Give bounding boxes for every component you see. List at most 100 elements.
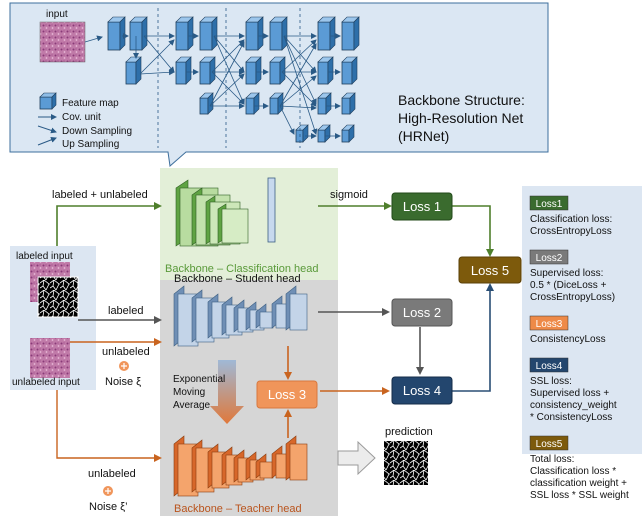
- loss-legend-line: Supervised loss:: [530, 268, 603, 279]
- hrnet-arrow: [279, 75, 317, 107]
- hrnet-feature-map: [175, 16, 194, 51]
- loss2-label: Loss 2: [403, 305, 441, 320]
- hrnet-feature-map: [199, 56, 216, 85]
- hrnet-title-line-1: Backbone Structure:: [398, 92, 525, 108]
- hrnet-feature-map: [341, 124, 355, 143]
- loss-legend-tag: [529, 435, 569, 451]
- loss-legend-tag: [529, 315, 569, 331]
- labeled-label: labeled: [108, 305, 143, 317]
- hrnet-feature-map: [199, 16, 218, 51]
- hrnet-feature-map: [341, 16, 360, 51]
- hrnet-feature-map: [317, 124, 331, 143]
- legend-feature-map: Feature map: [62, 98, 119, 109]
- unlabeled-to-teacher-arrow: [56, 390, 162, 462]
- hrnet-feature-map: [317, 56, 334, 85]
- loss-legend-tag-label: Loss4: [536, 361, 563, 372]
- hrnet-arrow: [281, 71, 317, 107]
- hrnet-arrow: [139, 39, 175, 75]
- loss3-label: Loss 3: [268, 387, 306, 402]
- down-sampling-arrow-icon: [37, 125, 57, 134]
- labeled-unlabeled-label: labeled + unlabeled: [52, 189, 148, 201]
- noise-plus-icon-2: [103, 486, 113, 496]
- hrnet-arrow: [84, 35, 103, 43]
- hrnet-arrow: [279, 105, 295, 135]
- noise-plus-icon: [119, 361, 129, 371]
- loss5-label: Loss 5: [471, 263, 509, 278]
- legend-cov-unit: Cov. unit: [62, 112, 101, 123]
- student-head-layers: [173, 285, 308, 347]
- green-input-arrow: [56, 202, 162, 246]
- hrnet-feature-map: [199, 92, 214, 115]
- loss4-to-loss5-arrow: [450, 283, 494, 392]
- unlabeled-label-2: unlabeled: [88, 468, 136, 480]
- teacher-head-label: Backbone – Teacher head: [174, 503, 302, 515]
- unlabeled-input-label: unlabeled input: [12, 377, 80, 388]
- sigmoid-label: sigmoid: [330, 189, 368, 201]
- loss1-box: Loss 1: [391, 192, 453, 221]
- hrnet-arrow: [211, 71, 245, 105]
- ema-line-1: Exponential: [173, 374, 225, 385]
- hrnet-feature-map: [269, 56, 286, 85]
- teacher-head-layers: [173, 435, 308, 497]
- loss-legend-line: classification weight +: [530, 478, 627, 489]
- noise-label-2: Noise ξ’: [89, 501, 128, 513]
- unlabeled-label: unlabeled: [102, 346, 150, 358]
- loss-legend-line: ConsistencyLoss: [530, 334, 606, 345]
- teacher-layer: [285, 435, 308, 481]
- hrnet-arrow: [209, 41, 245, 107]
- unlabeled-input-image: [30, 338, 70, 378]
- hrnet-arrow: [283, 35, 317, 73]
- hrnet-feature-map: [245, 56, 262, 85]
- loss-legend-tag-label: Loss5: [536, 439, 563, 450]
- prediction-label: prediction: [385, 426, 433, 438]
- loss3-box: [256, 380, 318, 409]
- loss-legend-tag: [529, 195, 569, 211]
- teacher-layer: [255, 453, 274, 479]
- hrnet-input-label: input: [46, 9, 68, 20]
- loss-legend-line: 0.5 * (DiceLoss +: [530, 280, 607, 291]
- loss-legend-tag-label: Loss1: [536, 199, 563, 210]
- loss1-label: Loss 1: [403, 199, 441, 214]
- ema-line-2: Moving: [173, 387, 205, 398]
- hrnet-arrow: [211, 39, 245, 73]
- hrnet-arrow: [139, 69, 175, 76]
- hrnet-feature-map: [317, 16, 336, 51]
- hrnet-title-line-3: (HRNet): [398, 128, 449, 144]
- loss-legend-line: consistency_weight: [530, 400, 617, 411]
- legend-down-sampling: Down Sampling: [62, 126, 132, 137]
- hrnet-feature-map: [341, 56, 358, 85]
- loss-legend-line: CrossEntropyLoss: [530, 226, 612, 237]
- loss-legend-line: Classification loss *: [530, 466, 616, 477]
- hrnet-feature-map: [295, 124, 309, 143]
- hrnet-feature-map: [245, 92, 260, 115]
- classification-head-label: Backbone – Classification head: [165, 263, 318, 275]
- hrnet-arrow: [279, 43, 317, 107]
- prediction-image: [384, 441, 428, 485]
- hrnet-feature-map: [341, 92, 356, 115]
- loss-legend-line: Supervised loss +: [530, 388, 609, 399]
- hrnet-feature-map: [269, 92, 284, 115]
- hrnet-callout: input Feature map Cov. unit Down Samplin…: [9, 2, 549, 167]
- loss-legend-line: Classification loss:: [530, 214, 612, 225]
- loss-legend-tag: [529, 249, 569, 265]
- hrnet-title-line-2: High-Resolution Net: [398, 110, 523, 126]
- hrnet-legend: Feature map Cov. unit Down Sampling Up S…: [37, 92, 132, 150]
- hrnet-arrow: [143, 35, 175, 73]
- hrnet-arrow: [209, 73, 245, 107]
- hrnet-feature-map: [245, 16, 264, 51]
- hrnet-feature-map: [175, 56, 192, 85]
- hrnet-feature-map: [129, 16, 148, 51]
- hrnet-feature-map: [107, 16, 126, 51]
- ema-arrow: [210, 360, 244, 424]
- loss-legend-line: Total loss:: [530, 454, 574, 465]
- hrnet-input-image: [39, 21, 86, 63]
- student-head-label: Backbone – Student head: [174, 273, 301, 285]
- loss-legend-tag: [529, 357, 569, 373]
- loss5-box: Loss 5: [458, 256, 522, 284]
- ema-line-3: Average: [173, 400, 211, 411]
